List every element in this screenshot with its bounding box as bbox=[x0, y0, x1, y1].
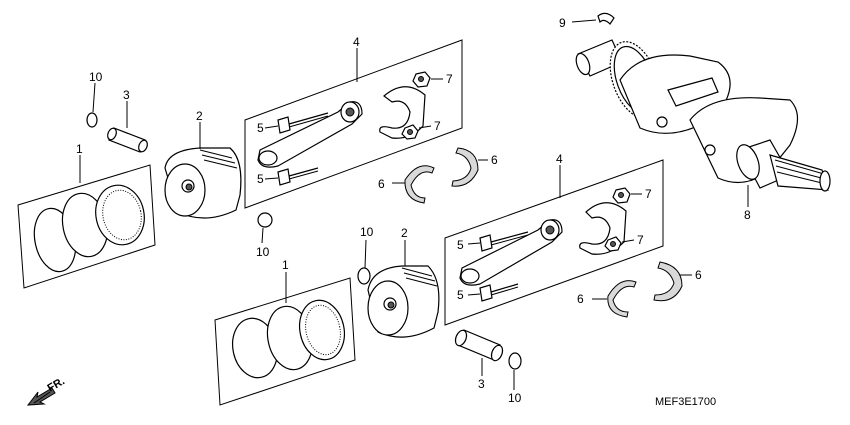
callout-bearing-lower-a: 6 bbox=[577, 292, 584, 306]
crankshaft[interactable] bbox=[574, 35, 831, 207]
callout-conrod-nut-upper-b: 7 bbox=[434, 119, 441, 133]
callout-pin-clip-lower-bottom: 10 bbox=[508, 391, 522, 405]
front-direction-arrow bbox=[26, 387, 56, 406]
bearing-lower-a[interactable] bbox=[592, 280, 637, 318]
piston-pin-lower[interactable] bbox=[453, 329, 504, 376]
callout-conrod-nut-lower-b: 7 bbox=[637, 233, 644, 247]
callout-piston-upper: 2 bbox=[196, 109, 203, 123]
callout-conrod-assy-upper: 4 bbox=[353, 35, 360, 49]
callout-pin-clip-upper: 10 bbox=[89, 70, 103, 84]
conrod-assy-lower[interactable] bbox=[444, 159, 664, 326]
piston-upper[interactable] bbox=[164, 122, 242, 219]
callout-conrod-bolt-lower-b: 5 bbox=[457, 288, 464, 302]
callout-pin-clip-upper-lower: 10 bbox=[256, 245, 270, 259]
bearing-upper-a[interactable] bbox=[392, 165, 435, 204]
woodruff-key[interactable] bbox=[571, 12, 615, 25]
callout-bearing-upper-b: 6 bbox=[491, 153, 498, 167]
callout-piston-pin-lower: 3 bbox=[478, 377, 485, 391]
callout-conrod-nut-upper-a: 7 bbox=[446, 72, 453, 86]
conrod-assy-upper[interactable] bbox=[244, 39, 463, 209]
callout-conrod-nut-lower-a: 7 bbox=[645, 187, 652, 201]
piston-rings-upper[interactable] bbox=[17, 155, 156, 289]
callout-pin-clip-lower-top: 10 bbox=[360, 225, 374, 239]
callout-piston-rings-lower: 1 bbox=[282, 258, 289, 272]
piston-pin-upper[interactable] bbox=[106, 101, 149, 153]
callout-piston-lower: 2 bbox=[401, 226, 408, 240]
callout-conrod-bolt-lower-a: 5 bbox=[457, 238, 464, 252]
pin-clip-upper[interactable] bbox=[86, 82, 98, 128]
bearing-lower-b[interactable] bbox=[653, 261, 692, 302]
callout-conrod-bolt-upper-a: 5 bbox=[257, 121, 264, 135]
callout-piston-rings-upper: 1 bbox=[76, 142, 83, 156]
callout-piston-pin-upper: 3 bbox=[123, 88, 130, 102]
callout-bearing-upper-a: 6 bbox=[378, 177, 385, 191]
callout-bearing-lower-b: 6 bbox=[695, 268, 702, 282]
diagram-code: MEF3E1700 bbox=[655, 396, 716, 408]
callout-conrod-bolt-upper-b: 5 bbox=[257, 172, 264, 186]
callout-woodruff-key: 9 bbox=[559, 16, 566, 30]
front-marker-label: FR. bbox=[46, 375, 67, 394]
callout-crankshaft: 8 bbox=[744, 208, 751, 222]
piston-rings-lower[interactable] bbox=[214, 272, 356, 406]
callout-conrod-assy-lower: 4 bbox=[556, 152, 563, 166]
pin-clip-upper-lower[interactable] bbox=[257, 212, 273, 244]
piston-lower[interactable] bbox=[367, 240, 440, 338]
pin-clip-lower-bottom[interactable] bbox=[508, 352, 522, 390]
pin-clip-lower-top[interactable] bbox=[357, 239, 371, 285]
bearing-upper-b[interactable] bbox=[451, 147, 488, 187]
